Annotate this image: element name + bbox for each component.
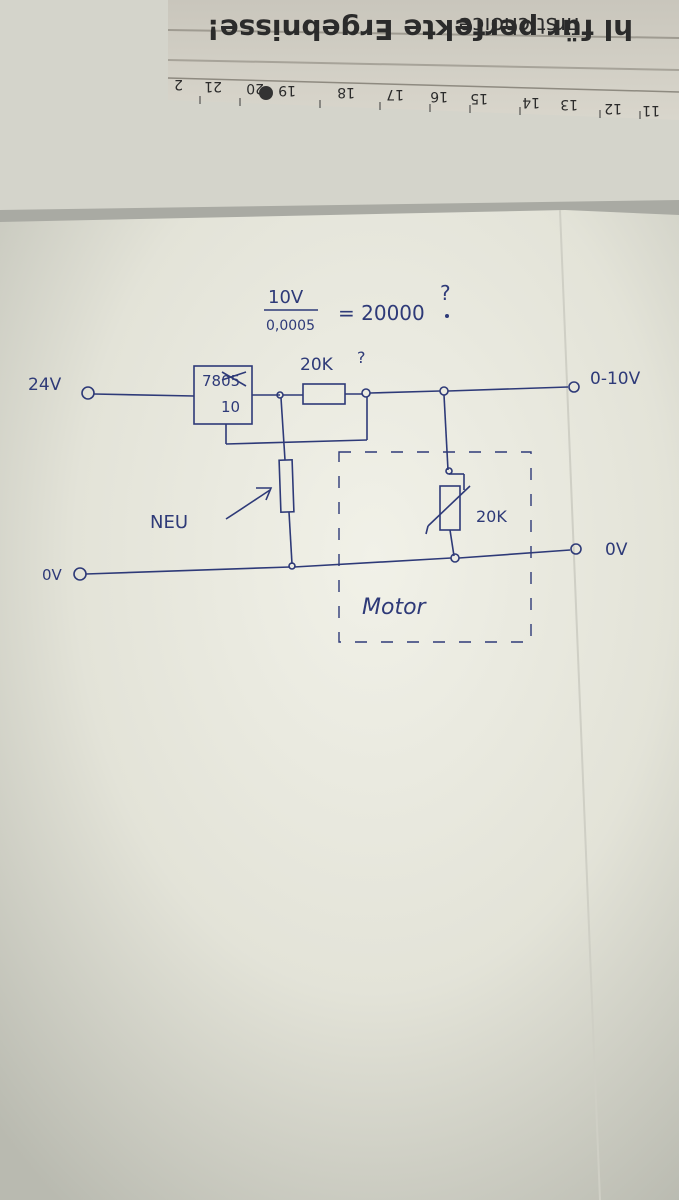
ruler-number: 17 [386, 86, 404, 102]
labels: 24V 0V 7805 10 20K ? 0-10V 0V 20K NEU Mo… [28, 348, 641, 620]
label-pot-value: 20K [476, 507, 507, 526]
regulator-strike [221, 371, 247, 387]
label-output-voltage: 0-10V [590, 369, 641, 389]
wire-ground-left [85, 566, 291, 575]
label-regulator-bottom: 10 [221, 398, 240, 416]
wire-input [93, 393, 195, 397]
terminal-ground-right [570, 543, 582, 555]
resistor-question-mark: ? [357, 348, 366, 367]
label-new: NEU [150, 512, 188, 533]
formula: 10V 0,0005 = 20000 ? [264, 281, 451, 334]
wire-pot-down [443, 394, 449, 471]
wire-ground-right [458, 549, 571, 559]
label-motor: Motor [362, 595, 428, 620]
node-ground-left [288, 562, 296, 570]
ruler-slogan-top: first choice [459, 12, 580, 37]
ruler-number: 2 [174, 76, 183, 92]
paper-fold [559, 209, 601, 1200]
ruler-slogan: hl für perfekte Ergebnisse! [207, 13, 633, 46]
formula-numerator: 10V [268, 287, 304, 308]
label-0v-right: 0V [605, 540, 628, 560]
terminal-output [568, 381, 580, 393]
ruler-number: 21 [204, 78, 222, 94]
folding-ruler: first choice hl für perfekte Ergebnisse!… [167, 0, 679, 120]
pot-arrow [427, 485, 471, 527]
ruler-rivet [259, 86, 273, 100]
paper-sheet [0, 210, 679, 1200]
wire-reg-adj [225, 439, 368, 445]
label-0v-left: 0V [42, 566, 63, 584]
wire-new-down [280, 397, 286, 461]
regulator-strike-2 [221, 371, 247, 381]
formula-question-mark: ? [440, 281, 451, 305]
formula-denominator: 0,0005 [266, 318, 315, 334]
wire-ground-mid [293, 557, 452, 568]
label-24v: 24V [28, 375, 62, 395]
ruler-number: 18 [337, 84, 355, 100]
label-regulator-top: 7805 [202, 372, 240, 390]
wire-top-rail [369, 390, 441, 394]
new-arrow [225, 489, 271, 520]
ruler-numbers: 2 21 20 19 18 17 16 15 14 13 12 11 [174, 76, 660, 118]
ruler-number: 16 [430, 88, 448, 104]
ruler-number: 13 [560, 96, 578, 112]
ruler-number: 11 [642, 102, 660, 118]
ruler-number: 19 [278, 82, 296, 98]
new-arrow-head [256, 487, 273, 501]
label-resistor-top: 20K [300, 355, 334, 375]
ruler-number: 15 [470, 90, 488, 106]
motor-box [338, 451, 532, 643]
ruler-number: 12 [604, 100, 622, 116]
resistor-new [278, 458, 295, 514]
formula-result: = 20000 [338, 301, 425, 325]
terminal-24v [81, 386, 95, 400]
pot-arrow-tick [425, 525, 429, 535]
wire-new-to-ground [288, 511, 293, 565]
wire-top-rail-right [447, 386, 569, 392]
circuit [73, 365, 582, 581]
ruler-number: 14 [522, 94, 540, 110]
wire-pot-lower [449, 529, 455, 557]
formula-question-dot [445, 314, 449, 318]
